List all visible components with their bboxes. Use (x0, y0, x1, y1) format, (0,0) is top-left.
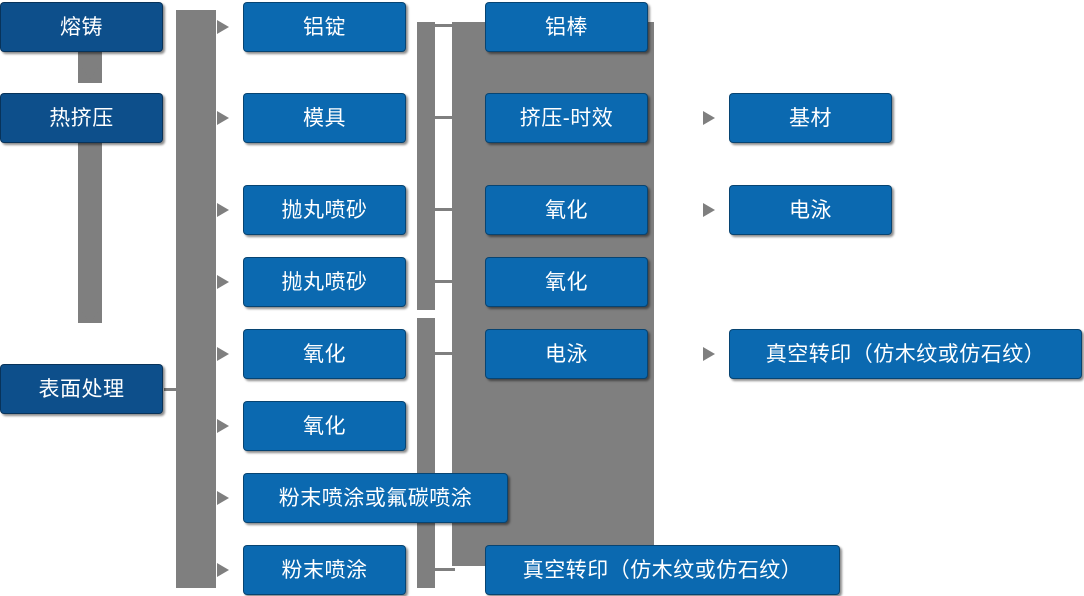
connector-bracket-rail-left-2 (417, 318, 435, 588)
node-in-3[interactable]: 抛丸喷砂 (243, 185, 406, 235)
bracket-tick-2 (429, 116, 455, 119)
node-pr-3-label: 氧化 (545, 198, 588, 222)
node-stage-3-label: 表面处理 (38, 377, 125, 401)
arrow-pr3-to-ou2 (703, 203, 715, 217)
connector-surface-stub (164, 388, 194, 391)
node-pr-5-label: 电泳 (545, 342, 588, 366)
node-in-6[interactable]: 氧化 (243, 401, 406, 451)
node-in-8[interactable]: 粉末喷涂 (243, 545, 406, 595)
node-pr-4[interactable]: 氧化 (485, 257, 648, 307)
connector-fan-bus (176, 10, 216, 588)
node-in-4-label: 抛丸喷砂 (281, 270, 368, 294)
arrow-pr5-to-ou3 (703, 347, 715, 361)
node-pr-2[interactable]: 挤压-时效 (485, 93, 648, 143)
node-ou-2[interactable]: 电泳 (729, 185, 892, 235)
node-ou-1[interactable]: 基材 (729, 93, 892, 143)
arrow-bus-to-in-3 (217, 203, 229, 217)
arrow-bus-to-in-1 (217, 20, 229, 34)
bracket-tick-3 (429, 208, 455, 211)
arrow-stage2-to-stage3 (82, 312, 98, 323)
node-in-8-label: 粉末喷涂 (281, 558, 368, 582)
node-pr-3[interactable]: 氧化 (485, 185, 648, 235)
node-stage-2[interactable]: 热挤压 (0, 93, 163, 143)
bracket-tick-4 (429, 280, 455, 283)
arrow-bus-to-in-8 (217, 563, 229, 577)
node-in-5-label: 氧化 (303, 342, 346, 366)
connector-bracket-rail-left (417, 22, 435, 310)
bracket-tick-5 (429, 352, 455, 355)
node-stage-2-label: 热挤压 (49, 106, 114, 130)
node-pr-6[interactable]: 真空转印（仿木纹或仿石纹） (485, 545, 840, 595)
node-ou-3-label: 真空转印（仿木纹或仿石纹） (765, 342, 1046, 366)
arrow-bus-to-in-6 (217, 419, 229, 433)
arrow-bus-to-in-4 (217, 275, 229, 289)
node-in-7-label: 粉末喷涂或氟碳喷涂 (278, 486, 473, 510)
arrow-bus-to-in-5 (217, 347, 229, 361)
bracket-tick-6 (429, 568, 455, 571)
node-in-6-label: 氧化 (303, 414, 346, 438)
connector-stage-spine-2 (78, 118, 102, 323)
node-ou-1-label: 基材 (789, 106, 832, 130)
node-stage-3[interactable]: 表面处理 (0, 364, 163, 414)
arrow-bus-to-in-2 (217, 111, 229, 125)
bracket-tick-1 (429, 24, 455, 27)
node-pr-1[interactable]: 铝棒 (485, 2, 648, 52)
node-pr-4-label: 氧化 (545, 270, 588, 294)
node-pr-1-label: 铝棒 (545, 15, 588, 39)
node-in-4[interactable]: 抛丸喷砂 (243, 257, 406, 307)
node-ou-2-label: 电泳 (789, 198, 832, 222)
node-in-2-label: 模具 (303, 106, 346, 130)
arrow-pr2-to-ou1 (703, 111, 715, 125)
node-in-2[interactable]: 模具 (243, 93, 406, 143)
node-in-3-label: 抛丸喷砂 (281, 198, 368, 222)
node-in-1[interactable]: 铝锭 (243, 2, 406, 52)
node-pr-2-label: 挤压-时效 (519, 106, 614, 130)
node-in-5[interactable]: 氧化 (243, 329, 406, 379)
node-pr-5[interactable]: 电泳 (485, 329, 648, 379)
node-stage-1-label: 熔铸 (60, 15, 103, 39)
arrow-bus-to-in-7 (217, 491, 229, 505)
node-pr-6-label: 真空转印（仿木纹或仿石纹） (522, 558, 803, 582)
node-in-7[interactable]: 粉末喷涂或氟碳喷涂 (243, 473, 508, 523)
node-stage-1[interactable]: 熔铸 (0, 2, 163, 52)
arrow-stage1-to-stage2 (82, 68, 98, 79)
node-ou-3[interactable]: 真空转印（仿木纹或仿石纹） (729, 329, 1082, 379)
node-in-1-label: 铝锭 (303, 15, 346, 39)
